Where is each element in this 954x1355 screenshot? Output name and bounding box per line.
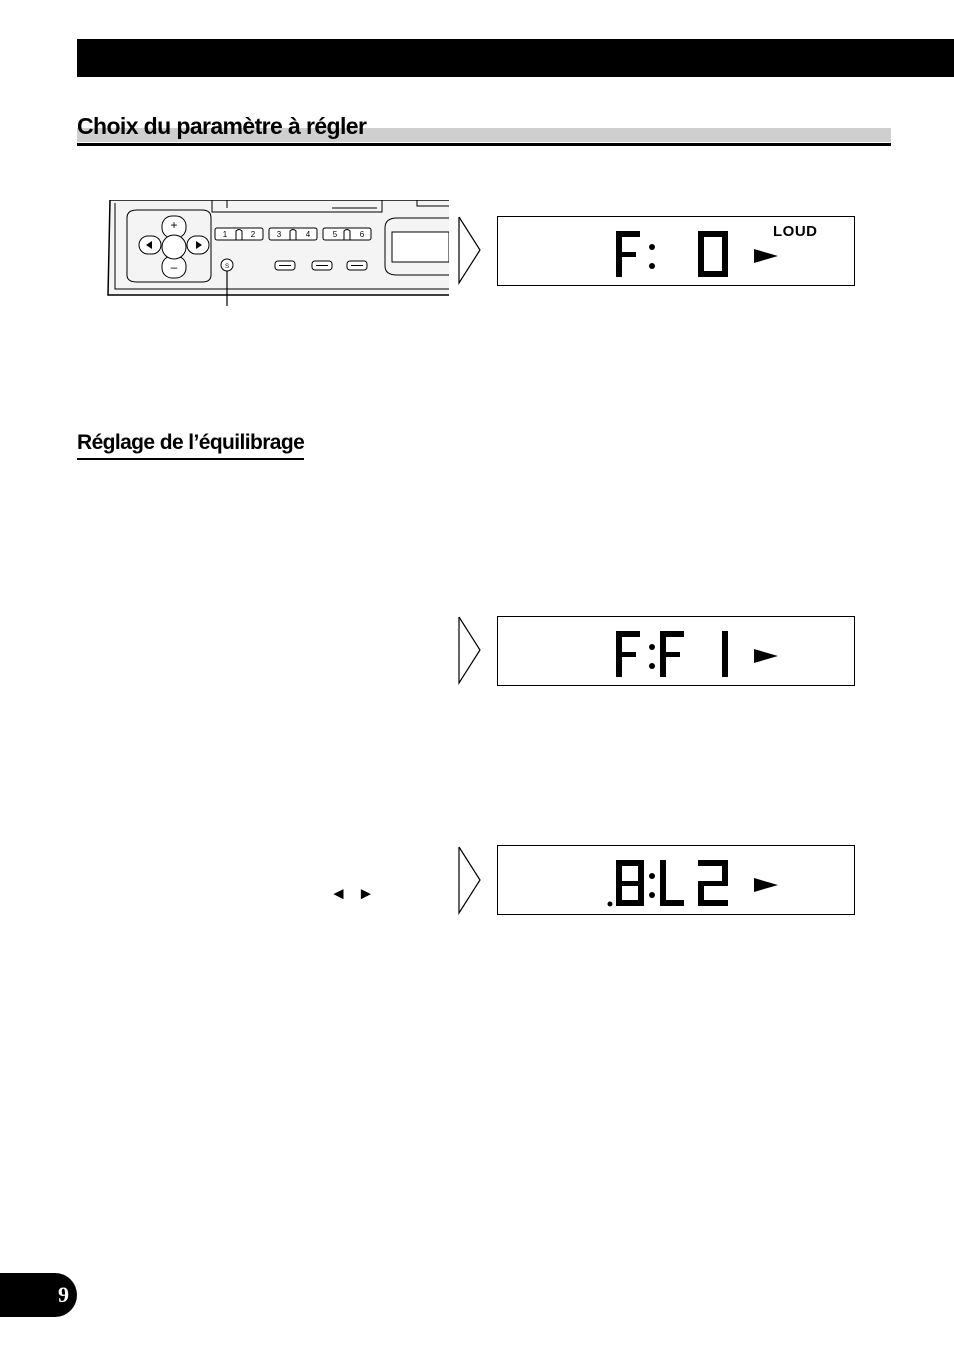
pad-up-label: +: [170, 218, 177, 232]
heading-rule: [77, 143, 891, 146]
pointer-icon: [458, 616, 481, 685]
heading-band: [77, 128, 891, 142]
pad-down-label: –: [171, 260, 178, 274]
subsection-title: Réglage de l’équilibrage: [77, 430, 305, 460]
head-unit-drawing: + – 1 2 3 4 5 6 S: [107, 199, 450, 306]
header-bar: [77, 39, 954, 77]
section-title: Choix du paramètre à régler: [77, 113, 367, 139]
lcd-display: LOUD: [497, 216, 855, 286]
preset-6-label: 6: [360, 230, 365, 239]
left-right-arrow-icons: ◄ ►: [330, 884, 378, 903]
lcd-display: [497, 616, 855, 686]
preset-4-label: 4: [306, 230, 311, 239]
small-button-label: S: [225, 264, 229, 270]
preset-2-label: 2: [251, 230, 256, 239]
lcd-segments: [616, 231, 778, 277]
section-heading: Choix du paramètre à régler: [77, 112, 891, 148]
lcd-segments: [607, 860, 778, 907]
lcd-display: [497, 845, 855, 915]
page-number: 9: [58, 1282, 69, 1307]
preset-1-label: 1: [223, 230, 228, 239]
preset-5-label: 5: [333, 230, 338, 239]
head-unit-illustration: + – 1 2 3 4 5 6 S: [107, 199, 450, 310]
pointer-icon: [458, 846, 481, 915]
loud-indicator: LOUD: [773, 223, 818, 240]
lcd-segments: [616, 631, 778, 677]
page-number-badge: 9: [0, 1273, 77, 1317]
preset-3-label: 3: [277, 230, 282, 239]
pointer-icon: [458, 216, 481, 285]
